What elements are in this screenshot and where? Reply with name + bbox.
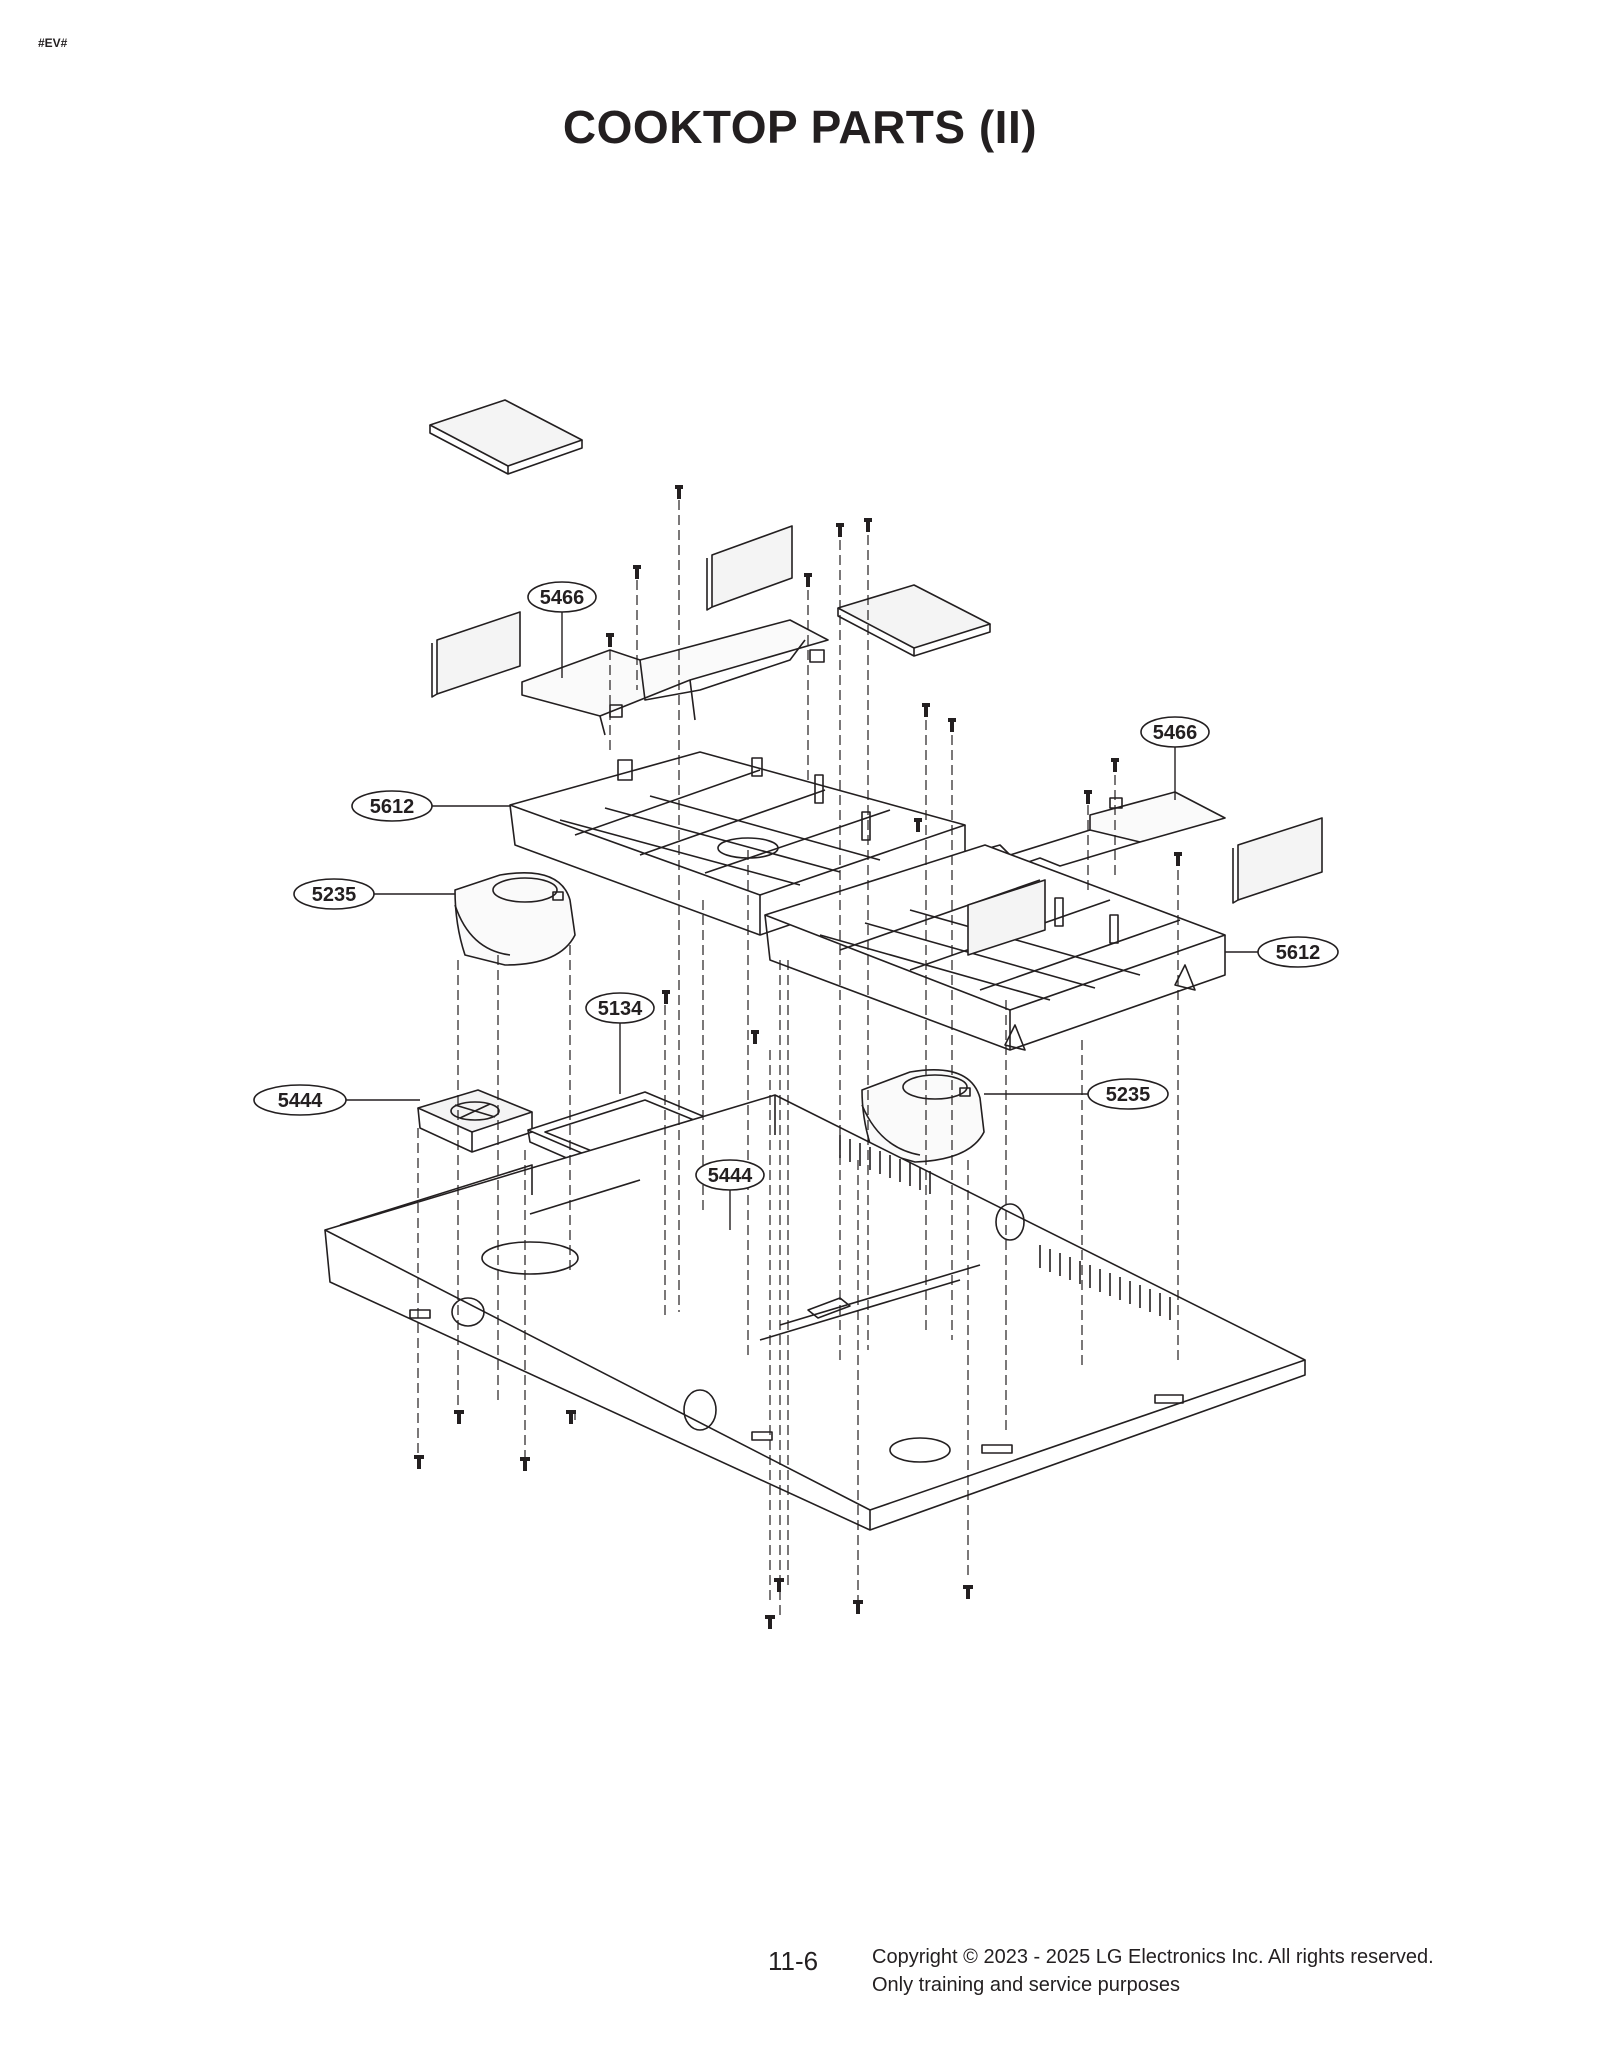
screw-icon <box>454 1410 464 1424</box>
screw-icon <box>662 990 670 1004</box>
screw-icon <box>853 1600 863 1614</box>
screw-icon <box>1084 790 1092 804</box>
blower-fan-left <box>454 872 576 966</box>
page-number: 11-6 <box>768 1946 819 1976</box>
copyright-text: Copyright © 2023 - 2025 LG Electronics I… <box>872 1946 1434 1968</box>
callout-5444-left-shape <box>253 1084 347 1116</box>
callout-5235-right: 5235 <box>1106 1084 1151 1106</box>
insulation-pad-left <box>431 611 521 698</box>
blower-fan-right <box>861 1069 985 1163</box>
screw-icon <box>606 633 614 647</box>
induction-frame-right <box>764 844 1226 1051</box>
screw-icon <box>520 1457 530 1471</box>
callout-5612-left-shape <box>351 790 433 822</box>
insulation-pad-top <box>429 399 583 475</box>
callout-5444-left: 5444 <box>278 1090 323 1112</box>
callout-5466-left: 5466 <box>540 587 585 609</box>
screw-icon <box>414 1455 424 1469</box>
screws <box>414 485 1182 1629</box>
callout-5134: 5134 <box>598 998 643 1020</box>
callout-5235-right-shape <box>1087 1078 1169 1110</box>
callout-5466-right-shape <box>1140 716 1210 748</box>
callout-5466-right: 5466 <box>1153 722 1198 744</box>
screw-icon <box>963 1585 973 1599</box>
screw-icon <box>864 518 872 532</box>
screw-icon <box>804 573 812 587</box>
screw-icon <box>633 565 641 579</box>
callout-leaders <box>346 612 1258 1230</box>
callout-5612-right-shape <box>1257 936 1339 968</box>
callout-5444-center: 5444 <box>708 1165 753 1187</box>
document-tag: #EV# <box>38 36 68 50</box>
callout-5466-left-shape <box>527 581 597 613</box>
screw-icon <box>922 703 930 717</box>
page-title: COOKTOP PARTS (II) <box>562 101 1038 153</box>
callout-5612-right: 5612 <box>1276 942 1321 964</box>
screw-icon <box>948 718 956 732</box>
insulation-pad-right <box>1232 817 1323 904</box>
vent-slots <box>839 1135 1171 1320</box>
screw-icon <box>751 1030 759 1044</box>
screw-icon <box>836 523 844 537</box>
callout-5612-left: 5612 <box>370 796 415 818</box>
screw-icon <box>1174 852 1182 866</box>
callout-5235-left-shape <box>293 878 375 910</box>
cooling-fan-left <box>417 1089 533 1153</box>
assembly-lines <box>417 500 1179 1620</box>
screw-icon <box>765 1615 775 1629</box>
base-chassis <box>324 1094 1306 1531</box>
screw-icon <box>675 485 683 499</box>
screw-icon <box>566 1410 576 1424</box>
callout-5444-center-shape <box>695 1159 765 1191</box>
insulation-pad-right-upper <box>837 584 991 657</box>
screw-icon <box>774 1578 784 1592</box>
screw-icon <box>914 818 922 832</box>
usage-note: Only training and service purposes <box>872 1974 1180 1996</box>
cover-bracket-left <box>521 619 829 736</box>
screw-icon <box>1111 758 1119 772</box>
callout-5134-shape <box>585 992 655 1024</box>
insulation-pad-center <box>706 525 793 611</box>
callout-5235-left: 5235 <box>312 884 357 906</box>
